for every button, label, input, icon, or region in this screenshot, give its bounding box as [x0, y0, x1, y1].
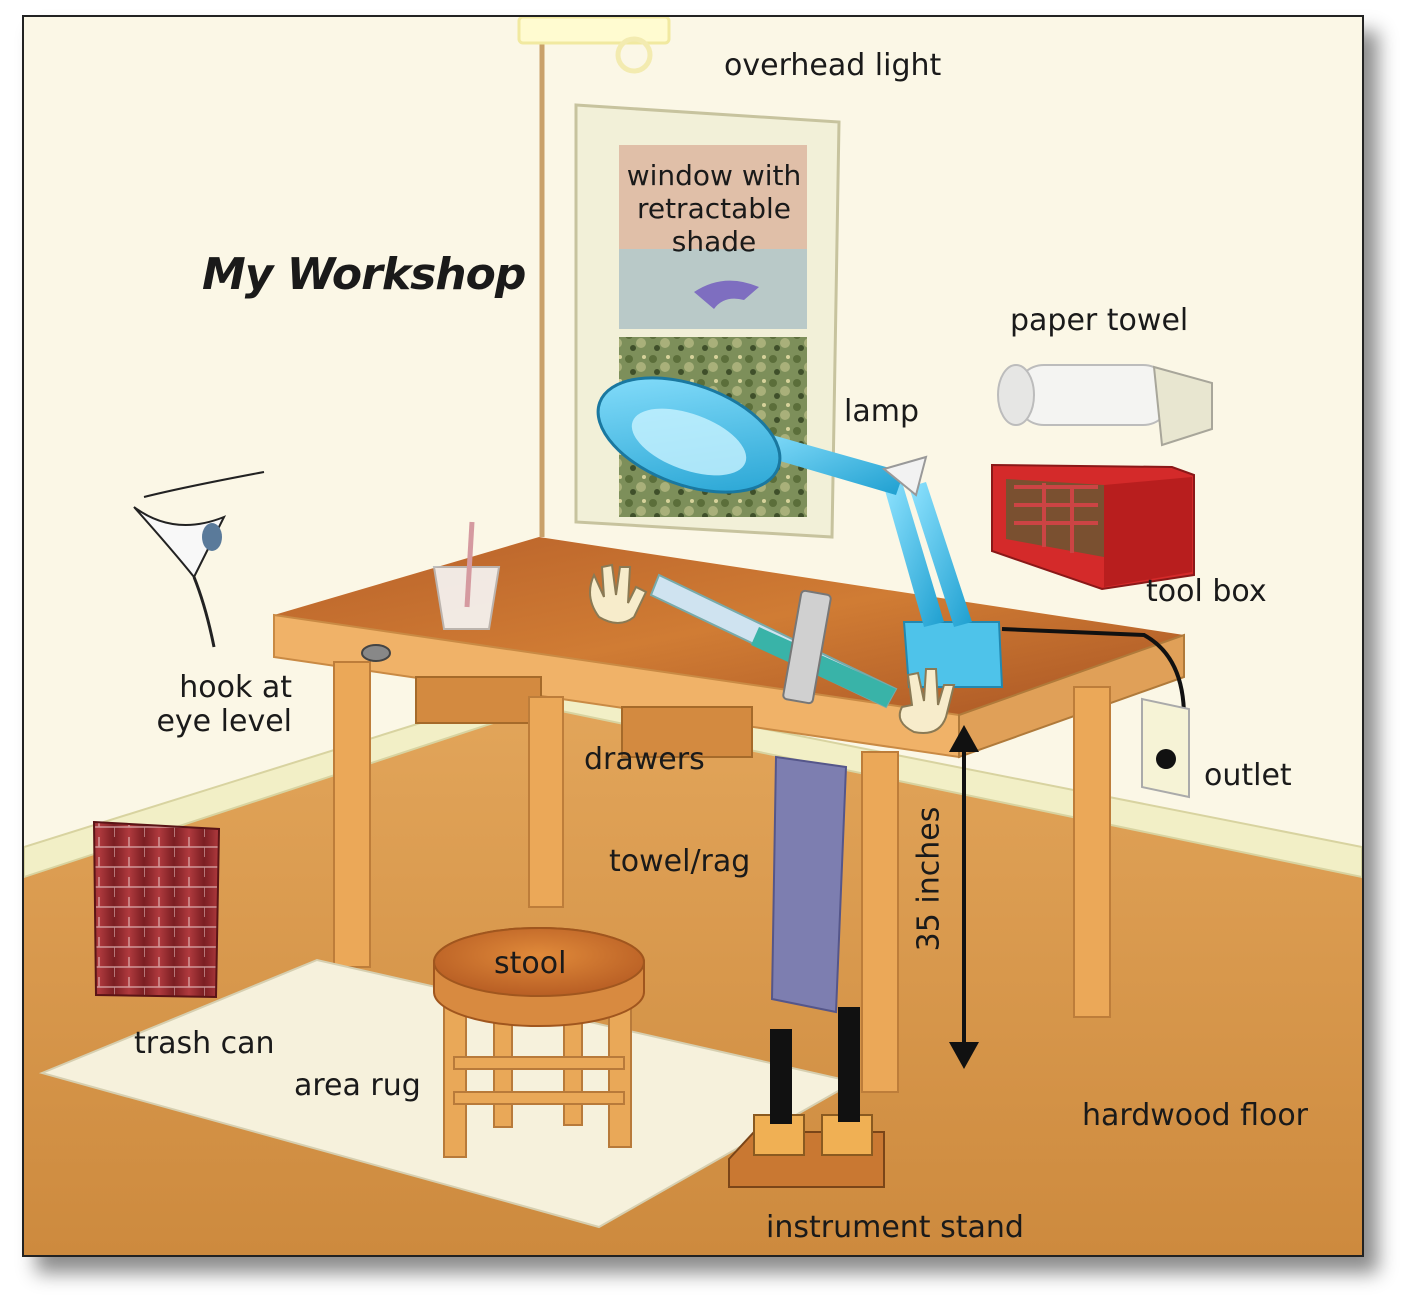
label-window-line2: retractable: [636, 192, 792, 225]
table-leg-front-right: [861, 751, 899, 1093]
cup: [432, 521, 501, 630]
diagram-title: My Workshop: [202, 249, 526, 300]
tool-box: [991, 463, 1195, 591]
label-height: 35 inches: [911, 806, 947, 952]
label-window-line3: shade: [671, 225, 757, 258]
stool-seat: [433, 927, 645, 997]
hand-right: [898, 668, 956, 734]
label-area-rug: area rug: [294, 1068, 421, 1103]
label-hook: hook at eye level: [134, 671, 292, 739]
outlet: [1141, 697, 1190, 799]
stool: [433, 927, 645, 1158]
instrument-handle: [649, 573, 898, 709]
label-outlet: outlet: [1204, 758, 1292, 793]
retractable-shade: [619, 145, 807, 249]
label-window: window with retractable shade: [616, 159, 812, 258]
bird-silhouette: [694, 280, 759, 309]
label-lamp: lamp: [844, 394, 919, 429]
label-drawers: drawers: [584, 742, 705, 777]
workshop-scene: [24, 17, 1362, 1255]
label-paper-towel: paper towel: [1010, 303, 1189, 338]
instrument-stand: [728, 1007, 885, 1188]
label-trash-can: trash can: [134, 1026, 275, 1061]
lamp-joint: [881, 455, 928, 497]
hand-left: [589, 563, 648, 624]
trash-can: [92, 820, 221, 999]
drawer-left: [415, 676, 542, 724]
label-towel-rag: towel/rag: [609, 844, 751, 879]
label-tool-box: tool box: [1146, 574, 1267, 609]
drawer-right: [621, 706, 753, 758]
height-arrow: [949, 725, 979, 1069]
label-overhead-light: overhead light: [724, 48, 942, 83]
lamp-arm-upper: [739, 427, 904, 495]
workshop-diagram: My Workshop overhead light window with r…: [22, 15, 1364, 1257]
table-leg-front-left: [333, 661, 371, 968]
paper-towel: [997, 364, 1213, 447]
label-hook-line1: hook at: [179, 670, 292, 705]
ruler: [782, 589, 832, 705]
overhead-light: [517, 17, 671, 74]
label-hook-line2: eye level: [156, 704, 292, 739]
towel-rag: [770, 755, 848, 1014]
label-stool: stool: [494, 946, 567, 981]
label-instrument-stand: instrument stand: [766, 1210, 1024, 1245]
hook: [361, 644, 391, 662]
table-leg-back-right: [1073, 686, 1111, 1018]
eye-icon: [133, 471, 265, 648]
lamp-arm-lower: [884, 482, 944, 627]
label-hardwood-floor: hardwood floor: [1082, 1098, 1309, 1133]
label-window-line1: window with: [626, 159, 802, 192]
table-leg-back-left: [528, 696, 564, 908]
